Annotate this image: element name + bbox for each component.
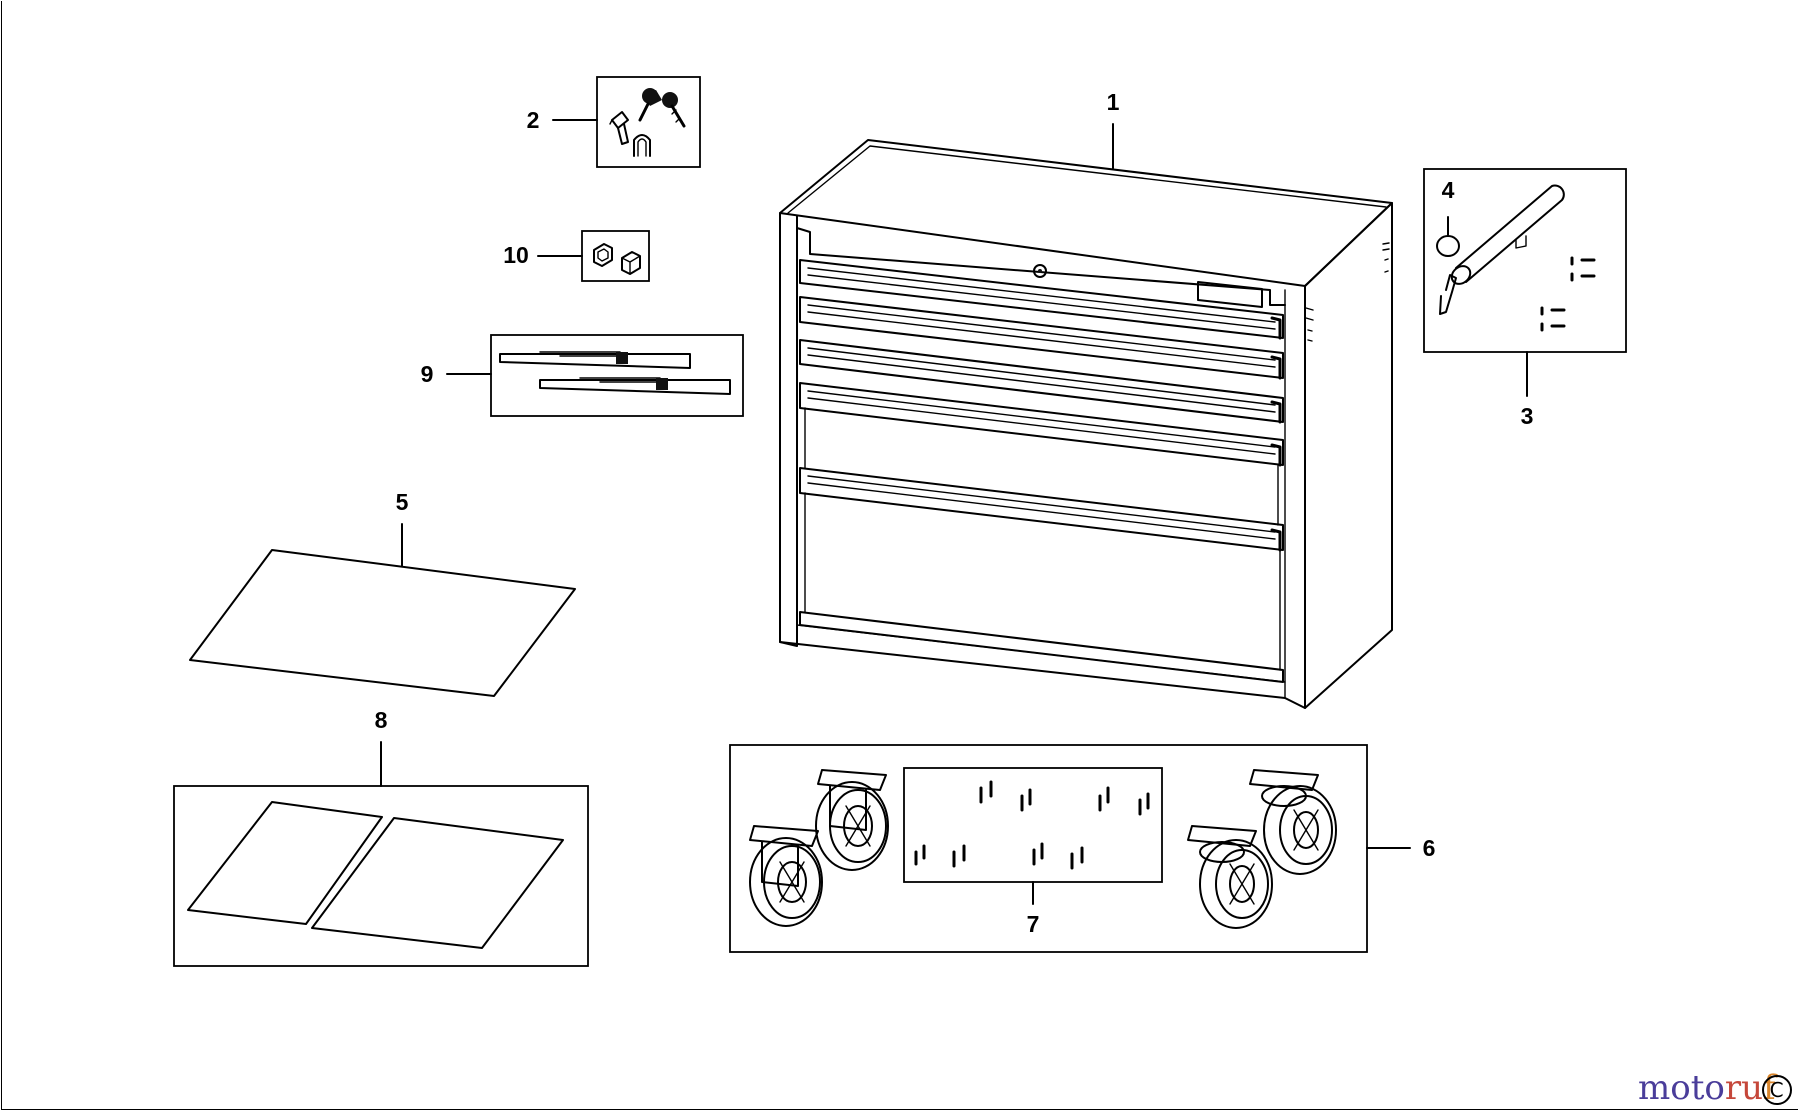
drawer-liner: [189, 523, 576, 697]
lock-cylinder-icon: [609, 111, 629, 145]
drawer-stops: [537, 230, 650, 282]
handle-end-cap: [1436, 216, 1460, 257]
lock-and-keys-kit: [552, 76, 701, 168]
lock-clip-icon: [633, 134, 651, 157]
callout-9: 9: [421, 361, 434, 387]
drawer-2: [799, 296, 1284, 380]
callout-4: 4: [1442, 177, 1455, 203]
callout-3: 3: [1521, 403, 1534, 429]
callout-2: 2: [527, 107, 540, 133]
caster-wheel-icon: [815, 769, 889, 871]
caster-wheel-icon: [749, 825, 823, 927]
callout-6: 6: [1423, 835, 1436, 861]
handle-bar-icon: [1439, 184, 1565, 315]
callout-7: 7: [1027, 911, 1040, 937]
drawer-liner-set: [173, 741, 589, 967]
watermark-logo: motorufC: [1638, 1068, 1792, 1108]
caster-wheel-icon: [1187, 825, 1273, 929]
screw-set-icon: [1540, 256, 1596, 332]
drawer-4: [799, 382, 1284, 526]
side-handle-kit: [1423, 168, 1627, 397]
tool-chest-cabinet: [779, 139, 1393, 709]
callout-1: 1: [1107, 89, 1120, 115]
copyright-icon: C: [1761, 1075, 1792, 1105]
callout-5: 5: [396, 489, 409, 515]
drawer-5: [799, 467, 1284, 671]
watermark-text-1: moto: [1638, 1068, 1725, 1108]
drawer-slides: [446, 334, 744, 417]
watermark-text-2: ru: [1724, 1068, 1763, 1108]
callout-10: 10: [503, 242, 529, 268]
callout-8: 8: [375, 707, 388, 733]
caster-kit: [729, 744, 1411, 953]
key-icon: [638, 88, 686, 128]
drawer-1: [799, 259, 1284, 340]
caster-wheel-icon: [1249, 769, 1337, 875]
caster-bolts: [903, 767, 1163, 905]
drawer-3: [799, 339, 1284, 424]
